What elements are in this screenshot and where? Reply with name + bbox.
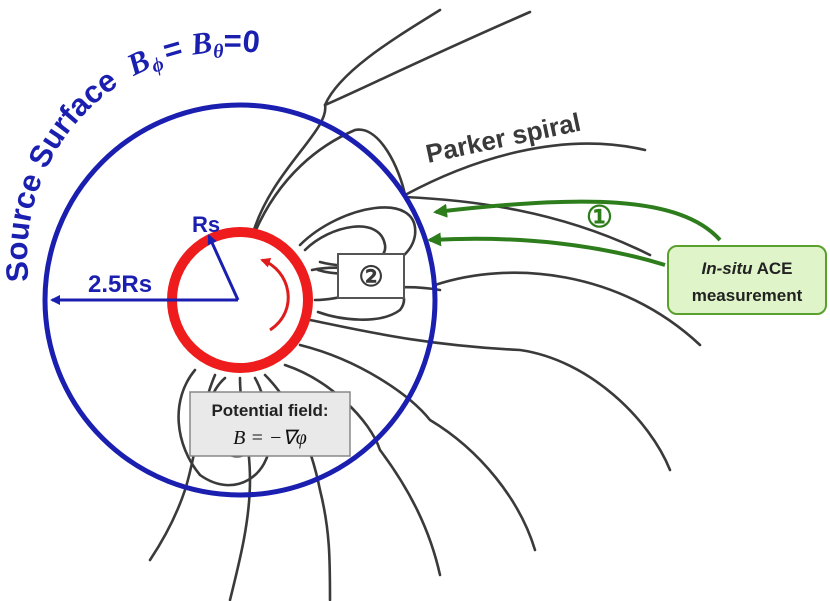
rotation-arrow bbox=[260, 257, 290, 332]
marker-1: ① bbox=[586, 201, 613, 234]
potential-field-box: Potential field: B = −∇φ bbox=[189, 391, 351, 457]
marker-2-box: ② bbox=[337, 253, 405, 299]
rs-label: Rs bbox=[192, 212, 220, 237]
field-line bbox=[433, 271, 702, 347]
field-line bbox=[251, 8, 442, 235]
field-line bbox=[253, 128, 647, 234]
radius-2-5rs-label: 2.5Rs bbox=[88, 271, 152, 298]
source-surface-label: Source Surface Bϕ= Bθ=0 bbox=[0, 23, 261, 283]
green-arrow-lower bbox=[427, 232, 666, 267]
potential-field-formula: B = −∇φ bbox=[233, 427, 307, 449]
potential-field-title: Potential field: bbox=[211, 401, 328, 420]
field-line bbox=[323, 10, 532, 107]
field-line bbox=[403, 195, 652, 257]
ace-measurement-box: In-situ ACE measurement bbox=[667, 245, 827, 315]
field-line bbox=[283, 363, 442, 577]
parker-spiral-label: Parker spiral bbox=[423, 107, 583, 169]
green-arrow-upper bbox=[433, 199, 722, 242]
radius-arrow-rs bbox=[207, 234, 240, 301]
open-field-lines bbox=[148, 8, 702, 601]
source-surface-circle bbox=[42, 102, 438, 498]
ace-line-1: In-situ ACE bbox=[702, 259, 793, 278]
field-line bbox=[308, 318, 672, 472]
field-line bbox=[298, 343, 537, 552]
ace-line-2: measurement bbox=[692, 286, 803, 305]
marker-2: ② bbox=[358, 261, 383, 292]
